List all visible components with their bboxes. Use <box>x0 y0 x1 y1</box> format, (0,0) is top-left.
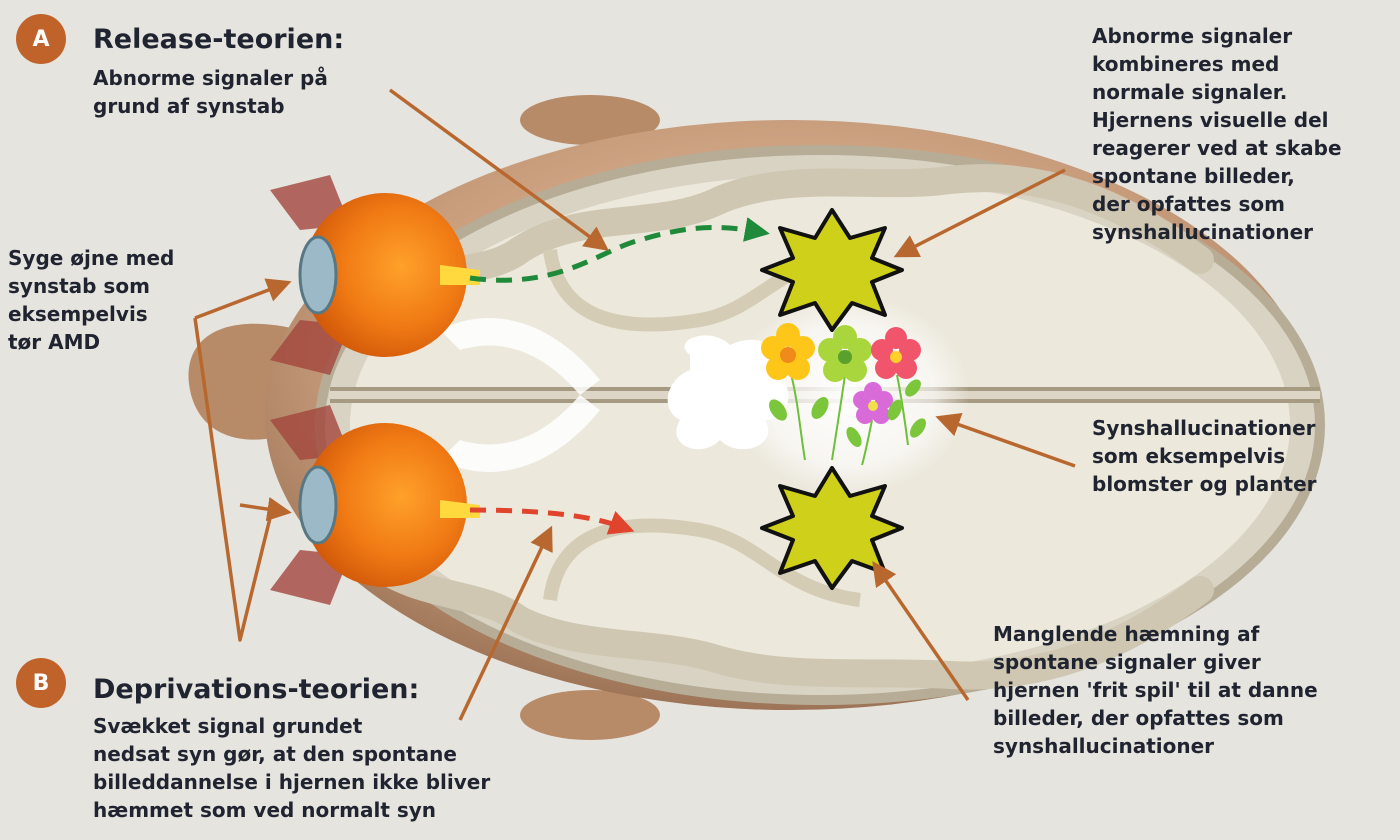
text-line: der opfattes som <box>1092 190 1342 218</box>
inhibition-label: Manglende hæmning af spontane signaler g… <box>993 620 1318 760</box>
text-line: billeder, der opfattes som <box>993 704 1318 732</box>
text-line: Syge øjne med <box>8 244 174 272</box>
badge-b: B <box>16 658 66 708</box>
text-line: Abnorme signaler på <box>93 64 328 92</box>
text-line: billeddannelse i hjernen ikke bliver <box>93 768 490 796</box>
text-line: kombineres med <box>1092 50 1342 78</box>
text-line: blomster og planter <box>1092 470 1317 498</box>
text-line: Abnorme signaler <box>1092 22 1342 50</box>
eyes-label: Syge øjne med synstab som eksempelvis tø… <box>8 244 174 356</box>
starburst-icon <box>762 210 902 330</box>
badge-a: A <box>16 14 66 64</box>
text-line: som eksempelvis <box>1092 442 1317 470</box>
text-line: spontane billeder, <box>1092 162 1342 190</box>
text-line: reagerer ved at skabe <box>1092 134 1342 162</box>
text-line: hjernen 'frit spil' til at danne <box>993 676 1318 704</box>
deprivation-theory-text: Svækket signal grundet nedsat syn gør, a… <box>93 712 490 824</box>
deprivation-theory-title: Deprivations-teorien: <box>93 674 419 706</box>
text-line: eksempelvis <box>8 300 174 328</box>
text-line: tør AMD <box>8 328 174 356</box>
text-line: grund af synstab <box>93 92 328 120</box>
abnormal-signal-label: Abnorme signaler kombineres med normale … <box>1092 22 1342 246</box>
text-line: synshallucinationer <box>1092 218 1342 246</box>
text-line: spontane signaler giver <box>993 648 1318 676</box>
text-line: synstab som <box>8 272 174 300</box>
text-line: Manglende hæmning af <box>993 620 1318 648</box>
text-line: nedsat syn gør, at den spontane <box>93 740 490 768</box>
text-line: synshallucinationer <box>993 732 1318 760</box>
text-line: Hjernens visuelle del <box>1092 106 1342 134</box>
release-theory-text: Abnorme signaler på grund af synstab <box>93 64 328 120</box>
text-line: normale signaler. <box>1092 78 1342 106</box>
text-line: hæmmet som ved normalt syn <box>93 796 490 824</box>
text-line: Synshallucinationer <box>1092 414 1317 442</box>
hallucination-label: Synshallucinationer som eksempelvis blom… <box>1092 414 1317 498</box>
release-theory-title: Release-teorien: <box>93 24 344 56</box>
text-line: Svækket signal grundet <box>93 712 490 740</box>
starburst-icon <box>762 468 902 588</box>
